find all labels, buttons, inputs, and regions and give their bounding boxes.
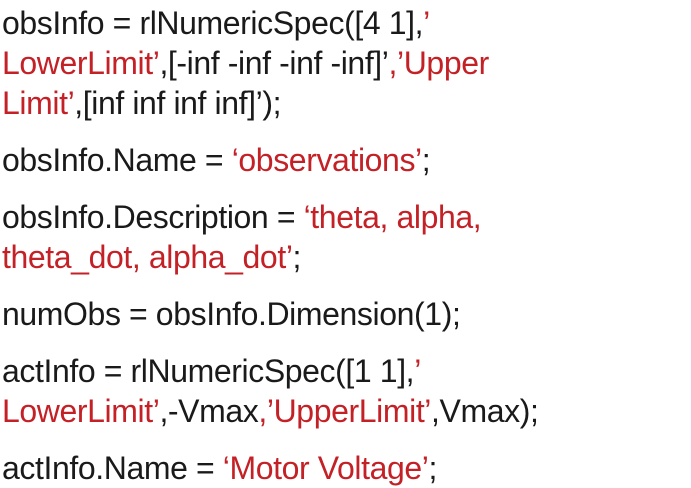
code-line: numObs = obsInfo.Dimension(1);	[2, 294, 691, 334]
string-literal: ‘observations’	[231, 142, 422, 178]
string-literal: ‘Motor Voltage’	[222, 450, 429, 486]
string-literal: ’	[423, 5, 430, 41]
code-text: obsInfo.Description =	[2, 199, 304, 235]
code-line: Limit’,[inf inf inf inf]’);	[2, 83, 691, 123]
code-line: theta_dot, alpha_dot’;	[2, 237, 691, 277]
code-line: LowerLimit’,-Vmax,’UpperLimit’,Vmax);	[2, 391, 691, 431]
code-text: ;	[421, 142, 431, 178]
code-text: ;	[428, 450, 437, 486]
code-text: ,[-inf -inf -inf -inf]’	[159, 45, 389, 81]
code-text: obsInfo.Name =	[2, 142, 232, 178]
code-line: actInfo = rlNumericSpec([1 1],’	[2, 351, 691, 391]
code-statement: obsInfo = rlNumericSpec([4 1],’LowerLimi…	[2, 3, 691, 123]
code-text: ,[inf inf inf inf]’);	[74, 85, 282, 121]
code-text: numObs = obsInfo.Dimension(1);	[2, 296, 461, 332]
string-literal: ,’Upper	[388, 45, 490, 81]
code-text: actInfo = rlNumericSpec([1 1],	[2, 353, 415, 389]
string-literal: LowerLimit’	[2, 45, 160, 81]
string-literal: LowerLimit’	[2, 393, 160, 429]
string-literal: ,’UpperLimit’	[258, 393, 432, 429]
code-text: ,-Vmax	[159, 393, 259, 429]
code-statement: actInfo.Name = ‘Motor Voltage’;	[2, 448, 691, 488]
string-literal: ’	[414, 353, 421, 389]
code-statement: numObs = obsInfo.Dimension(1);	[2, 294, 691, 334]
code-line: obsInfo.Description = ‘theta, alpha,	[2, 197, 691, 237]
code-text: obsInfo = rlNumericSpec([4 1],	[2, 5, 424, 41]
code-statement: obsInfo.Name = ‘observations’;	[2, 140, 691, 180]
code-line: obsInfo = rlNumericSpec([4 1],’	[2, 3, 691, 43]
code-text: ,Vmax);	[431, 393, 539, 429]
string-literal: Limit’	[2, 85, 75, 121]
code-text: ;	[292, 239, 302, 275]
code-statement: actInfo = rlNumericSpec([1 1],’LowerLimi…	[2, 351, 691, 431]
code-text: actInfo.Name =	[2, 450, 223, 486]
code-line: obsInfo.Name = ‘observations’;	[2, 140, 691, 180]
string-literal: theta_dot, alpha_dot’	[2, 239, 293, 275]
code-line: LowerLimit’,[-inf -inf -inf -inf]’,’Uppe…	[2, 43, 691, 83]
code-line: actInfo.Name = ‘Motor Voltage’;	[2, 448, 691, 488]
code-statement: obsInfo.Description = ‘theta, alpha,thet…	[2, 197, 691, 277]
string-literal: ‘theta, alpha,	[303, 199, 482, 235]
